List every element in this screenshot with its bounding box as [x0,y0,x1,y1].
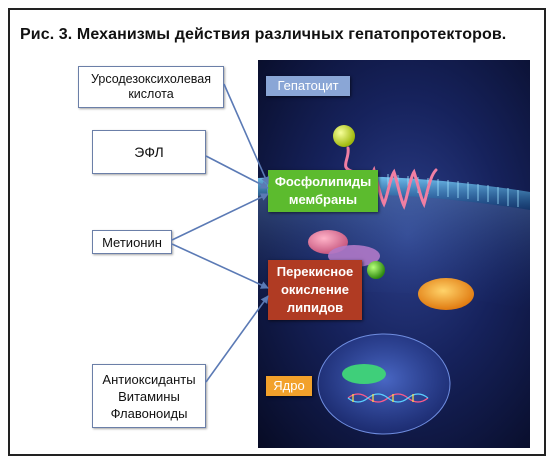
hepatocyte-illustration [258,60,530,448]
organelle-orange [418,278,474,310]
arrow-antioxidants-peroxidation [205,295,269,383]
ligand-sphere [333,125,355,147]
peroxidation-label: Перекисное окисление липидов [268,260,362,320]
green-sphere [367,261,385,279]
methionine-box: Метионин [92,230,172,254]
nucleus [317,333,451,435]
antioxidants-box: Антиоксиданты Витамины Флавоноиды [92,364,206,428]
efl-box: ЭФЛ [92,130,206,174]
hepatocyte-label: Гепатоцит [266,76,350,96]
phospholipids-label: Фосфолипиды мембраны [268,170,378,212]
arrow-udca-phospholipids [223,83,269,185]
nucleolus [342,364,386,384]
figure-title: Рис. 3. Механизмы действия различных геп… [20,26,507,43]
arrow-methionine-peroxidation [171,243,269,289]
dna-helix [347,393,429,403]
arrow-methionine-phospholipids [171,193,269,241]
arrow-efl-phospholipids [205,155,269,189]
udca-box: Урсодезоксихолевая кислота [78,66,224,108]
nucleus-label: Ядро [266,376,312,396]
